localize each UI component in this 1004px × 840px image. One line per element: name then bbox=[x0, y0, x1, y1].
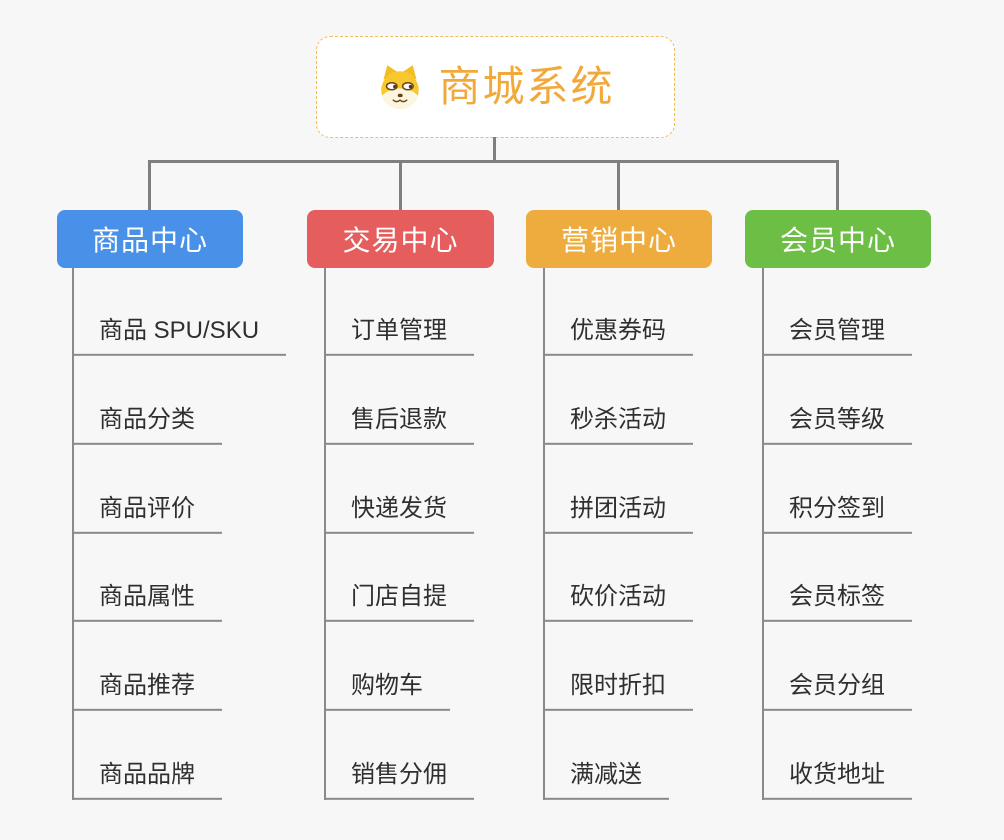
root-title: 商城系统 bbox=[438, 63, 615, 110]
connector-drop-product bbox=[148, 161, 151, 212]
connector-drop-marketing bbox=[617, 161, 620, 212]
leaf-topic[interactable]: 会员标签 bbox=[762, 581, 912, 622]
doge-icon bbox=[376, 63, 424, 111]
connector-horizontal-bar bbox=[148, 160, 839, 163]
leaf-topic[interactable]: 商品 SPU/SKU bbox=[72, 315, 287, 356]
branch-box-product-center[interactable]: 商品中心 bbox=[57, 210, 243, 268]
leaf-column-product: 商品 SPU/SKU 商品分类 商品评价 商品属性 商品推荐 商品品牌 bbox=[72, 268, 332, 808]
branch-title: 商品中心 bbox=[91, 225, 208, 256]
leaf-topic[interactable]: 订单管理 bbox=[324, 315, 474, 356]
leaf-topic[interactable]: 商品评价 bbox=[72, 493, 222, 534]
leaf-topic[interactable]: 购物车 bbox=[324, 670, 450, 711]
leaf-topic[interactable]: 积分签到 bbox=[762, 493, 912, 534]
leaf-topic[interactable]: 满减送 bbox=[543, 759, 669, 800]
root-topic[interactable]: 商城系统 bbox=[316, 36, 675, 138]
leaf-topic[interactable]: 拼团活动 bbox=[543, 493, 693, 534]
leaf-topic[interactable]: 限时折扣 bbox=[543, 670, 693, 711]
leaf-topic[interactable]: 收货地址 bbox=[762, 759, 912, 800]
branch-box-marketing-center[interactable]: 营销中心 bbox=[526, 210, 712, 268]
leaf-topic[interactable]: 会员等级 bbox=[762, 404, 912, 445]
leaf-topic[interactable]: 销售分佣 bbox=[324, 759, 474, 800]
connector-root-stub bbox=[493, 137, 496, 162]
leaf-topic[interactable]: 会员管理 bbox=[762, 315, 912, 356]
connector-drop-trade bbox=[399, 161, 402, 212]
branch-title: 营销中心 bbox=[560, 225, 677, 256]
leaf-topic[interactable]: 秒杀活动 bbox=[543, 404, 693, 445]
leaf-topic[interactable]: 商品推荐 bbox=[72, 670, 222, 711]
connector-drop-member bbox=[836, 161, 839, 212]
leaf-column-trade: 订单管理 售后退款 快递发货 门店自提 购物车 销售分佣 bbox=[324, 268, 584, 808]
leaf-topic[interactable]: 砍价活动 bbox=[543, 581, 693, 622]
branch-title: 交易中心 bbox=[342, 225, 459, 256]
leaf-topic[interactable]: 会员分组 bbox=[762, 670, 912, 711]
branch-title: 会员中心 bbox=[779, 225, 896, 256]
leaf-topic[interactable]: 门店自提 bbox=[324, 581, 474, 622]
leaf-column-marketing: 优惠券码 秒杀活动 拼团活动 砍价活动 限时折扣 满减送 bbox=[543, 268, 803, 808]
leaf-topic[interactable]: 商品分类 bbox=[72, 404, 222, 445]
leaf-topic[interactable]: 优惠券码 bbox=[543, 315, 693, 356]
leaf-topic[interactable]: 售后退款 bbox=[324, 404, 474, 445]
branch-box-member-center[interactable]: 会员中心 bbox=[745, 210, 931, 268]
leaf-topic[interactable]: 商品品牌 bbox=[72, 759, 222, 800]
branch-box-trade-center[interactable]: 交易中心 bbox=[307, 210, 494, 268]
leaf-topic[interactable]: 商品属性 bbox=[72, 581, 222, 622]
leaf-column-member: 会员管理 会员等级 积分签到 会员标签 会员分组 收货地址 bbox=[762, 268, 1004, 808]
leaf-topic[interactable]: 快递发货 bbox=[324, 493, 474, 534]
